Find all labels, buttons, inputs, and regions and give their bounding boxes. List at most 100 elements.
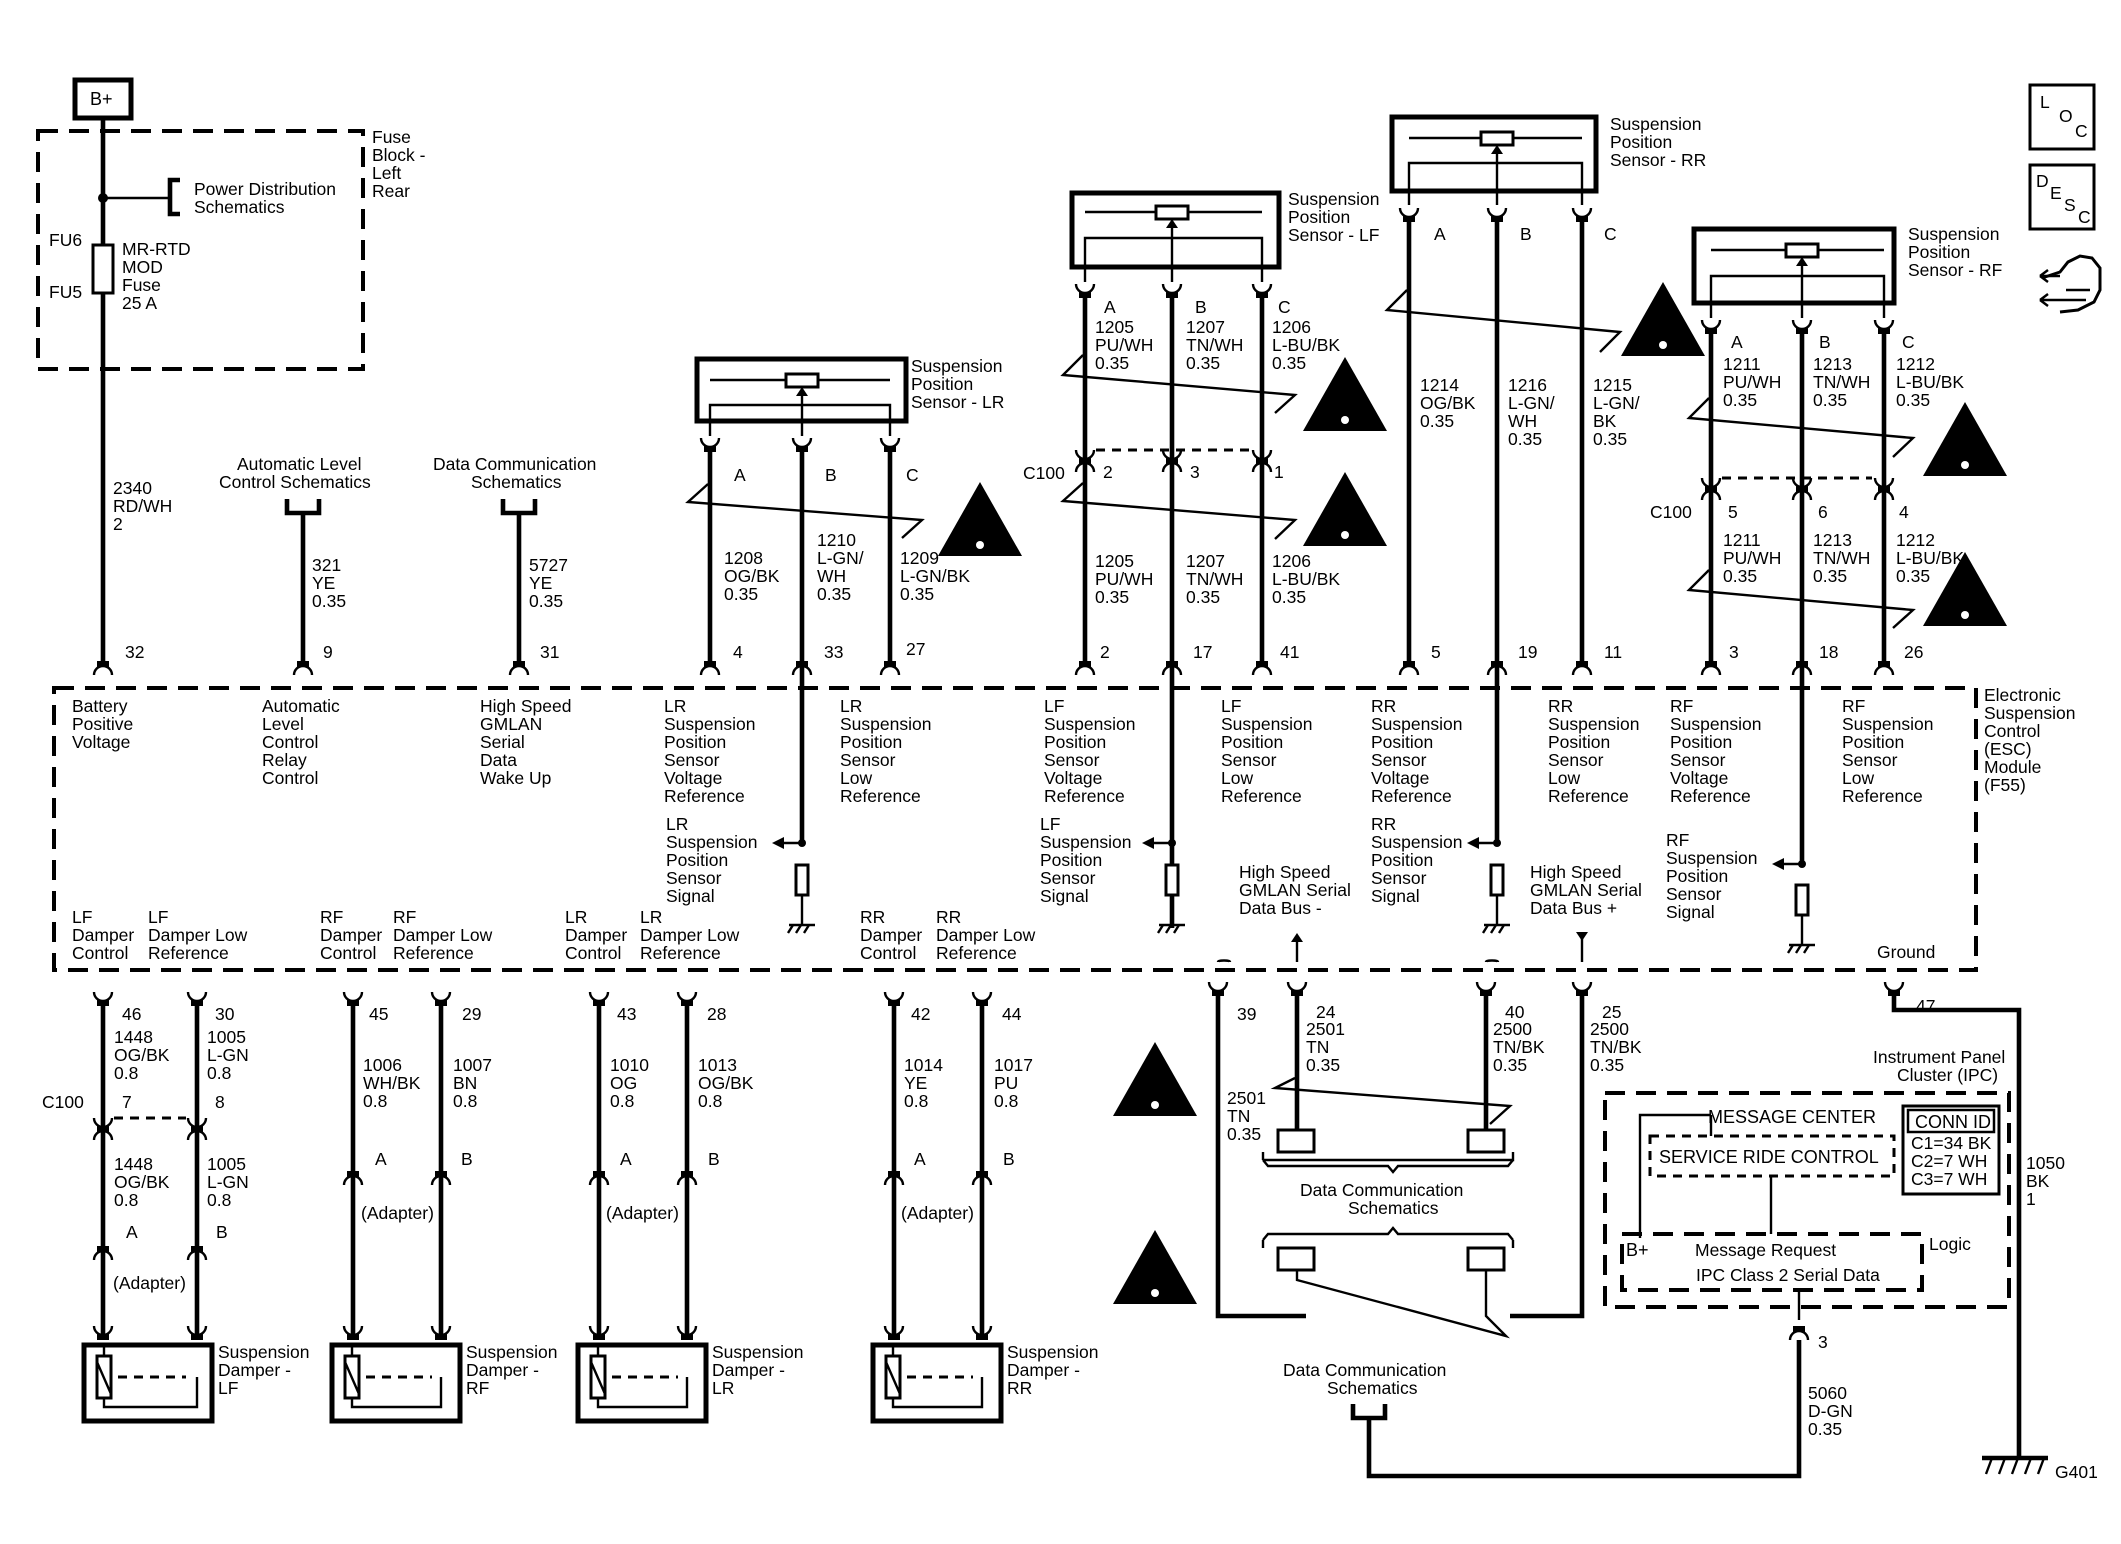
svg-text:OG/BK: OG/BK bbox=[114, 1045, 170, 1065]
svg-text:45: 45 bbox=[369, 1004, 388, 1024]
svg-text:C2=7 WH: C2=7 WH bbox=[1911, 1151, 1987, 1171]
c100-damper-label: C100 bbox=[42, 1092, 84, 1112]
svg-text:Sensor: Sensor bbox=[1371, 750, 1427, 770]
svg-text:GMLAN: GMLAN bbox=[480, 714, 542, 734]
svg-text:Damper Low: Damper Low bbox=[936, 925, 1036, 945]
c100-rf-label: C100 bbox=[1650, 502, 1692, 522]
svg-text:OG/BK: OG/BK bbox=[724, 566, 780, 586]
svg-text:Sensor: Sensor bbox=[1666, 884, 1722, 904]
svg-text:1207: 1207 bbox=[1186, 551, 1225, 571]
svg-text:46: 46 bbox=[122, 1004, 141, 1024]
svg-text:L-BU/BK: L-BU/BK bbox=[1272, 569, 1340, 589]
svg-text:19: 19 bbox=[1518, 642, 1537, 662]
svg-text:0.8: 0.8 bbox=[453, 1091, 477, 1111]
svg-text:Position: Position bbox=[1288, 207, 1350, 227]
label-lr-signal: LR Suspension Position Sensor Signal bbox=[666, 814, 757, 906]
svg-text:CONN ID: CONN ID bbox=[1915, 1112, 1991, 1132]
svg-text:1212: 1212 bbox=[1896, 530, 1935, 550]
svg-text:0.35: 0.35 bbox=[1590, 1055, 1624, 1075]
svg-text:PU: PU bbox=[994, 1073, 1018, 1093]
svg-text:5727: 5727 bbox=[529, 555, 568, 575]
svg-text:A: A bbox=[1731, 332, 1743, 352]
wire-5060 bbox=[1366, 1340, 1802, 1479]
svg-text:RR: RR bbox=[1548, 696, 1573, 716]
svg-text:LR: LR bbox=[640, 907, 662, 927]
loc-icon[interactable]: L O C bbox=[2028, 83, 2096, 151]
svg-text:Position: Position bbox=[1044, 732, 1106, 752]
warning-icon bbox=[1113, 1042, 1197, 1116]
svg-text:Position: Position bbox=[1221, 732, 1283, 752]
fuse-label: MR-RTD MOD Fuse 25 A bbox=[122, 239, 191, 313]
svg-text:Module: Module bbox=[1984, 757, 2041, 777]
svg-text:Suspension: Suspension bbox=[840, 714, 931, 734]
svg-text:2: 2 bbox=[1103, 462, 1113, 482]
wire-2340-label: 2340 RD/WH 2 bbox=[113, 478, 172, 534]
svg-text:B: B bbox=[1003, 1149, 1015, 1169]
svg-text:1206: 1206 bbox=[1272, 551, 1311, 571]
svg-text:Reference: Reference bbox=[393, 943, 474, 963]
fu6-label: FU6 bbox=[49, 230, 82, 250]
svg-text:Suspension: Suspension bbox=[1610, 114, 1701, 134]
svg-text:YE: YE bbox=[529, 573, 552, 593]
svg-text:0.35: 0.35 bbox=[1813, 390, 1847, 410]
svg-text:Suspension: Suspension bbox=[911, 356, 1002, 376]
svg-text:1212: 1212 bbox=[1896, 354, 1935, 374]
svg-text:25: 25 bbox=[1602, 1002, 1621, 1022]
desc-icon[interactable]: D E S C bbox=[2028, 163, 2096, 231]
damper-lf-lower-labels: 1448 OG/BK 0.8 1005 L-GN 0.8 bbox=[114, 1154, 249, 1210]
svg-text:A: A bbox=[375, 1149, 387, 1169]
svg-text:Control: Control bbox=[565, 943, 621, 963]
svg-text:1: 1 bbox=[1274, 462, 1284, 482]
svg-text:S: S bbox=[2064, 195, 2076, 215]
svg-text:Suspension: Suspension bbox=[1007, 1342, 1098, 1362]
svg-text:28: 28 bbox=[707, 1004, 726, 1024]
svg-text:Schematics: Schematics bbox=[471, 472, 562, 492]
svg-text:LF: LF bbox=[218, 1378, 238, 1398]
data-comm-lower-connector bbox=[1261, 1226, 1515, 1272]
svg-text:0.8: 0.8 bbox=[114, 1063, 138, 1083]
svg-text:YE: YE bbox=[904, 1073, 927, 1093]
svg-text:41: 41 bbox=[1280, 642, 1299, 662]
svg-text:Data Communication: Data Communication bbox=[433, 454, 596, 474]
svg-text:Sensor: Sensor bbox=[1044, 750, 1100, 770]
svg-text:Control: Control bbox=[262, 732, 318, 752]
twisted-pair-lf-lower bbox=[1060, 482, 1298, 540]
svg-text:Sensor: Sensor bbox=[1221, 750, 1277, 770]
svg-text:TN/BK: TN/BK bbox=[1493, 1037, 1545, 1057]
class2-label: IPC Class 2 Serial Data bbox=[1696, 1265, 1880, 1285]
svg-text:0.35: 0.35 bbox=[1186, 587, 1220, 607]
svg-text:B: B bbox=[1195, 297, 1207, 317]
svg-text:7: 7 bbox=[122, 1092, 132, 1112]
svg-text:Sensor: Sensor bbox=[664, 750, 720, 770]
svg-text:1216: 1216 bbox=[1508, 375, 1547, 395]
svg-text:Position: Position bbox=[1666, 866, 1728, 886]
svg-text:0.8: 0.8 bbox=[114, 1190, 138, 1210]
svg-text:321: 321 bbox=[312, 555, 341, 575]
ipc-outline bbox=[1603, 1091, 2011, 1309]
svg-text:B: B bbox=[825, 465, 837, 485]
svg-text:0.35: 0.35 bbox=[1095, 353, 1129, 373]
svg-text:42: 42 bbox=[911, 1004, 930, 1024]
svg-text:Rear: Rear bbox=[372, 181, 410, 201]
fuse-block-outline bbox=[36, 129, 365, 371]
svg-text:Sensor - RR: Sensor - RR bbox=[1610, 150, 1706, 170]
adapter-lf-label: (Adapter) bbox=[113, 1273, 186, 1293]
svg-text:(ESC): (ESC) bbox=[1984, 739, 2032, 759]
wire-1210-label: 1210 L-GN/ WH 0.35 bbox=[817, 530, 864, 604]
resistor-rr bbox=[1489, 863, 1505, 897]
svg-text:RF: RF bbox=[1670, 696, 1693, 716]
svg-text:Signal: Signal bbox=[1040, 886, 1089, 906]
svg-text:Schematics: Schematics bbox=[1348, 1198, 1439, 1218]
svg-text:Damper -: Damper - bbox=[218, 1360, 291, 1380]
data-comm-bottom-connector bbox=[1350, 1404, 1388, 1421]
svg-text:C: C bbox=[2075, 121, 2088, 141]
data-comm-mid-connector bbox=[1261, 1128, 1515, 1174]
hand-cursor-icon[interactable] bbox=[2039, 254, 2102, 314]
svg-text:RF: RF bbox=[320, 907, 343, 927]
svg-text:LR: LR bbox=[666, 814, 688, 834]
svg-text:Low: Low bbox=[1221, 768, 1253, 788]
svg-text:Reference: Reference bbox=[840, 786, 921, 806]
label-lr-vref: LR Suspension Position Sensor Voltage Re… bbox=[664, 696, 755, 806]
svg-text:C: C bbox=[2078, 207, 2091, 227]
svg-text:Position: Position bbox=[1371, 732, 1433, 752]
